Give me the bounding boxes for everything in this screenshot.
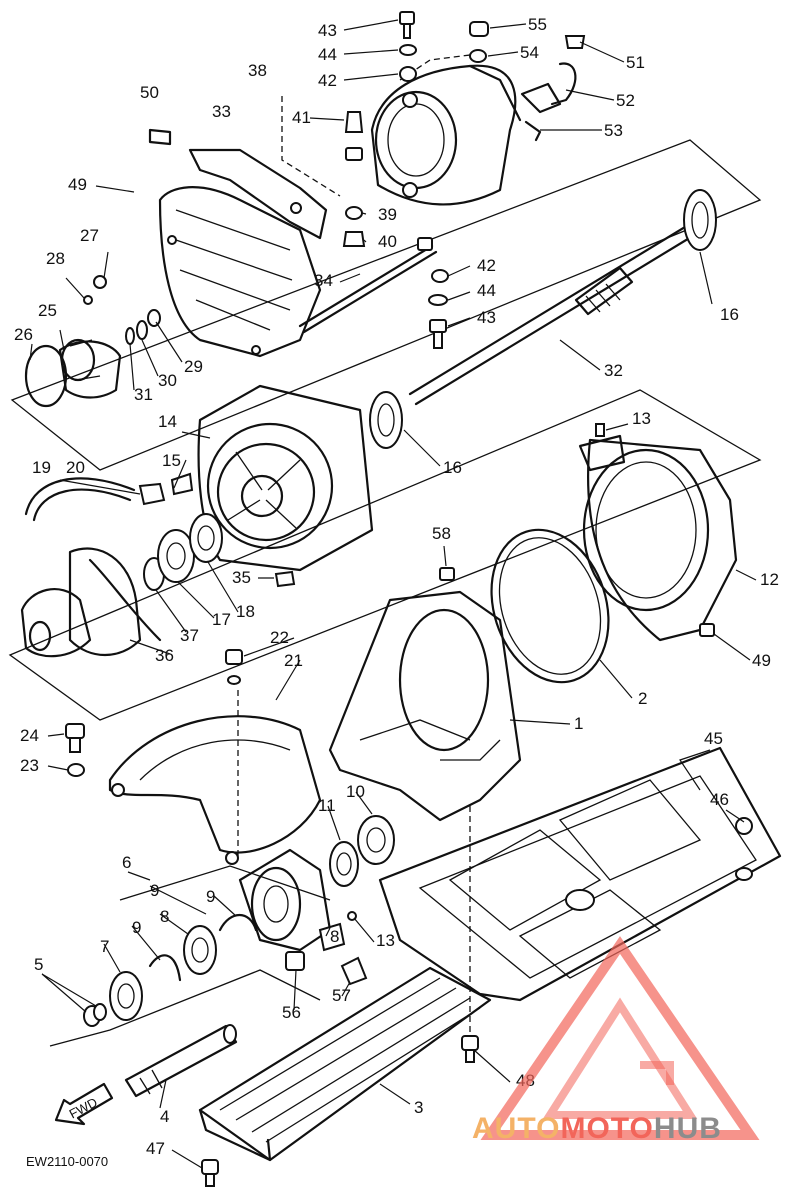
callout-c43b: 43 [477,308,496,327]
callout-c32: 32 [604,361,623,380]
callout-c19: 19 [32,458,51,477]
callout-c36: 36 [155,646,174,665]
fwd-arrow: FWD [54,1082,114,1126]
callout-c37: 37 [180,626,199,645]
o-ring-2 [490,528,610,684]
callout-c20: 20 [66,458,85,477]
callout-c30: 30 [158,371,177,390]
callout-c8a: 8 [160,907,169,926]
bolt-stack-mid [428,269,449,349]
bearing-housing-6 [83,848,368,1027]
callout-c56: 56 [282,1003,301,1022]
callout-c27: 27 [80,226,99,245]
callout-c22: 22 [270,628,289,647]
callout-c28: 28 [46,249,65,268]
callout-c31: 31 [134,385,153,404]
callout-labels: 4344423841555451525350334939401627283442… [14,15,779,1158]
callout-c9b: 9 [206,887,215,906]
callout-c9c: 9 [132,918,141,937]
callout-c11: 11 [318,796,336,815]
callout-c58: 58 [432,524,451,543]
callout-c43a: 43 [318,21,337,40]
callout-c42b: 42 [477,256,496,275]
callout-c53: 53 [604,121,623,140]
watermark-logo [480,936,760,1140]
callout-c14: 14 [158,412,177,431]
leader-lines [29,19,757,1169]
fwd-text: FWD [67,1094,100,1121]
callout-c3: 3 [414,1098,423,1117]
duct-1 [328,567,522,822]
callout-c9a: 9 [150,881,159,900]
pump-housing-33 [148,128,328,358]
callout-c41: 41 [292,108,311,127]
callout-c4: 4 [160,1107,169,1126]
callout-c38: 38 [248,61,267,80]
callout-c12: 12 [760,570,779,589]
callout-c16b: 16 [443,458,462,477]
callout-c13b: 13 [376,931,395,950]
callout-c54: 54 [520,43,539,62]
callout-c10: 10 [346,782,365,801]
callout-c13a: 13 [632,409,651,428]
housing-bracket-12 [578,423,738,642]
callout-c57: 57 [332,986,351,1005]
callout-c33: 33 [212,102,231,121]
callout-c40: 40 [378,232,397,251]
callout-c55: 55 [528,15,547,34]
intake-grate-3 [198,966,492,1187]
cooling-hose-19 [24,472,194,522]
callout-c26: 26 [14,325,33,344]
drive-shaft-32 [369,189,717,449]
callout-c52: 52 [616,91,635,110]
stud-parts-41-39-40 [342,111,366,247]
callout-c49b: 49 [752,651,771,670]
callout-c35: 35 [232,568,251,587]
callout-c45: 45 [704,729,723,748]
ride-plate-45 [378,746,782,1002]
impeller-36 [20,513,296,658]
callout-c7: 7 [100,937,109,956]
callout-c50: 50 [140,83,159,102]
steering-nozzle-38 [370,64,522,206]
shaft-4 [124,1024,238,1098]
watermark-moto: MOTO [560,1112,654,1145]
callout-c46: 46 [710,790,729,809]
callout-c8b: 8 [330,927,339,946]
callout-c42a: 42 [318,71,337,90]
watermark-hub: HUB [653,1112,722,1145]
small-bolts-left [65,649,243,777]
callout-c29: 29 [184,357,203,376]
impeller-housing-14 [197,384,374,572]
callout-c49a: 49 [68,175,87,194]
diagram-code: EW2110-0070 [26,1154,108,1169]
long-stud-34 [298,237,438,334]
watermark-text: AUTOMOTOHUB [472,1112,722,1146]
callout-c6: 6 [122,853,131,872]
callout-c23: 23 [20,756,39,775]
callout-c44a: 44 [318,45,337,64]
cover-21 [108,715,322,865]
bolt-stack-top [399,11,586,142]
callout-c44b: 44 [477,281,496,300]
callout-c47: 47 [146,1139,165,1158]
callout-c17: 17 [212,610,231,629]
callout-c21: 21 [284,651,303,670]
callout-c34: 34 [314,271,333,290]
callout-c5: 5 [34,955,43,974]
callout-c15: 15 [162,451,181,470]
callout-c39: 39 [378,205,397,224]
callout-c2: 2 [638,689,647,708]
watermark-auto: AUTO [472,1112,561,1145]
callout-c25: 25 [38,301,57,320]
callout-c1: 1 [574,714,583,733]
callout-c16a: 16 [720,305,739,324]
callout-c51: 51 [626,53,645,72]
inspection-cap-25 [24,275,161,408]
callout-c18: 18 [236,602,255,621]
callout-c24: 24 [20,726,39,745]
bearings-10-11 [329,815,395,887]
